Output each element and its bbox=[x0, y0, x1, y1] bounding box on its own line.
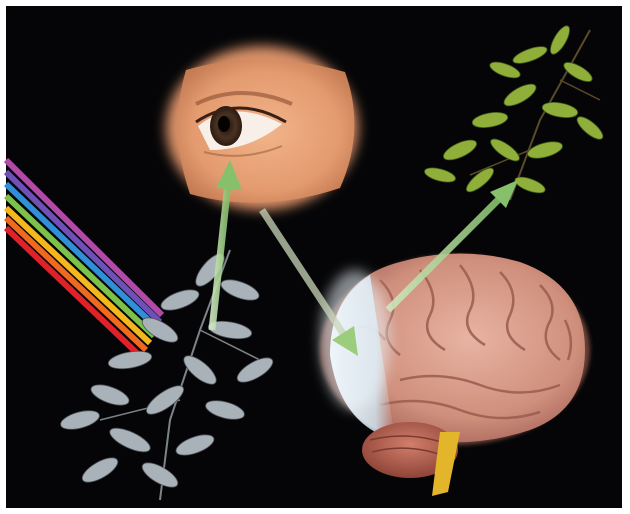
eye-patch bbox=[166, 46, 358, 210]
